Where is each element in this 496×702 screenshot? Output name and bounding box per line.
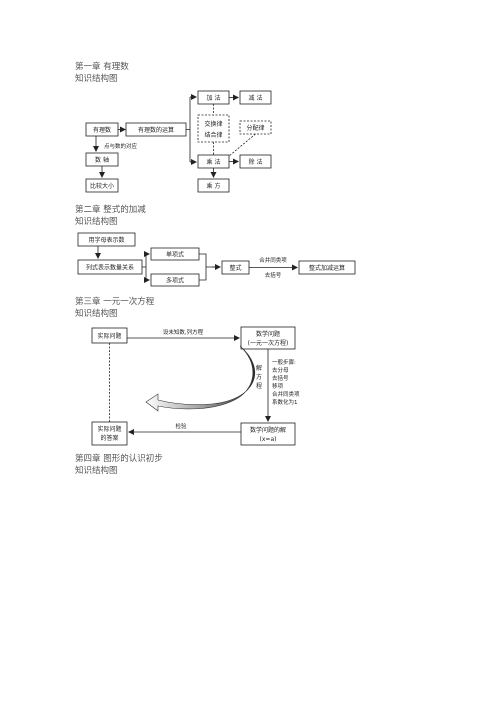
node-list-expression: 列式表示数量关系 [86, 264, 134, 272]
node-distributive-law: 分配律 [246, 124, 264, 132]
step-brackets: 去括号 [272, 374, 289, 382]
node-monomial: 单项式 [166, 251, 184, 259]
label-remove-brackets: 去括号 [265, 271, 282, 279]
chapter-4-title: 第四章 图形的认识初步 [75, 454, 163, 464]
diagram-integral-expressions: 用字母表示数 列式表示数量关系 单项式 多项式 整式 合并同类项 去括号 整式加… [77, 232, 356, 287]
node-actual-answer-line1: 实际问题 [97, 425, 121, 433]
step-general: 一般步骤: [272, 358, 296, 366]
node-multiplication: 乘 法 [207, 158, 221, 166]
node-integral-expression: 整式 [229, 264, 241, 272]
node-number-line: 数 轴 [95, 156, 109, 164]
node-polynomial: 多项式 [166, 277, 184, 285]
step-combine: 合并同类项 [272, 390, 300, 398]
node-actual-answer-line2: 的答案 [100, 434, 118, 442]
chapter-3-title: 第三章 一元一次方程 [75, 297, 155, 307]
node-math-solution-line1: 数学问题的解 [250, 426, 286, 434]
label-point-correspondence: 点与数的对应 [104, 142, 138, 150]
node-compare-size: 比较大小 [90, 182, 114, 190]
node-math-solution-line2: (x=a) [260, 436, 277, 443]
diagram-linear-equations: 实际问题 设未知数,列方程 数学问题 (一元一次方程) 解 方 程 一般步骤: … [91, 326, 300, 446]
chapter-2-title: 第二章 整式的加减 [75, 205, 146, 215]
label-solve-char-2: 方 [256, 373, 262, 381]
label-combine-like-terms: 合并同类项 [259, 256, 287, 264]
chapter-4-subtitle: 知识结构图 [75, 466, 118, 476]
chapter-1-subtitle: 知识结构图 [75, 74, 118, 84]
label-solve-char-3: 程 [256, 382, 262, 390]
node-addition: 加 法 [207, 94, 221, 102]
node-subtraction: 减 法 [249, 94, 263, 102]
node-letters-represent-numbers: 用字母表示数 [88, 236, 124, 244]
step-denominator: 去分母 [272, 366, 289, 374]
node-associative-law: 结合律 [204, 131, 222, 139]
swoosh-arrow-icon [145, 345, 256, 412]
step-coefficient: 系数化为1 [272, 398, 298, 406]
chapter-2-subtitle: 知识结构图 [75, 217, 118, 227]
node-add-subtract: 整式加减运算 [309, 264, 345, 272]
node-rational-operations: 有理数的运算 [138, 126, 174, 134]
node-math-problem-line1: 数学问题 [256, 330, 280, 338]
chapter-1-title: 第一章 有理数 [75, 62, 129, 72]
diagram-rational-numbers: 有理数 有理数的运算 点与数的对应 数 轴 比较大小 加 法 减 法 交换律 结… [85, 90, 272, 193]
chapter-3-subtitle: 知识结构图 [75, 309, 118, 319]
node-actual-problem: 实际问题 [97, 332, 121, 340]
step-transpose: 移项 [272, 382, 284, 390]
node-commutative-law: 交换律 [204, 120, 222, 128]
node-math-problem-line2: (一元一次方程) [248, 339, 289, 347]
node-division: 除 法 [249, 158, 263, 166]
label-solve-char-1: 解 [256, 364, 262, 372]
node-rational-number: 有理数 [93, 126, 111, 134]
label-check: 检验 [175, 422, 187, 430]
node-power: 乘 方 [207, 182, 221, 190]
label-set-unknown: 设未知数,列方程 [163, 328, 204, 336]
solution-steps: 一般步骤: 去分母 去括号 移项 合并同类项 系数化为1 [272, 358, 300, 406]
